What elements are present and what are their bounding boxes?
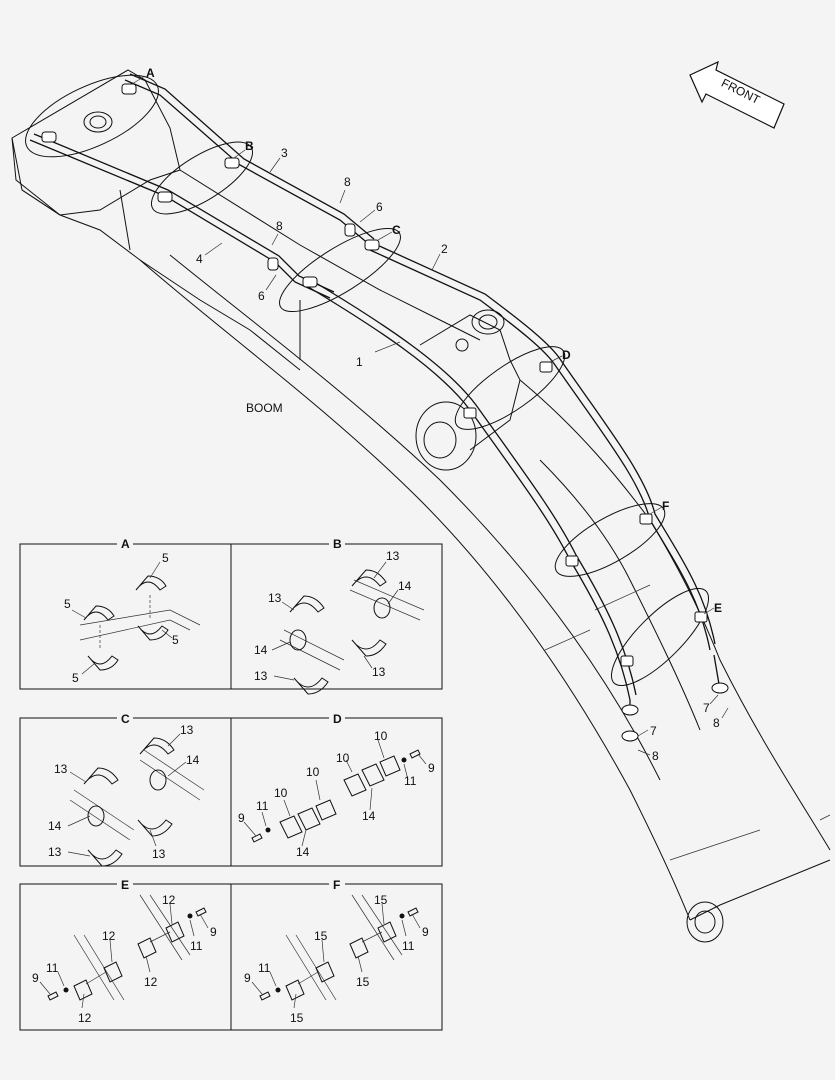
- detail-d-label-4: 11: [404, 774, 417, 788]
- detail-d-label-3: 9: [428, 761, 435, 775]
- callout-8b: 8: [276, 219, 283, 233]
- detail-e-title: E: [121, 878, 129, 892]
- detail-e-label-3: 11: [190, 939, 203, 953]
- detail-c-title: C: [121, 712, 130, 726]
- detail-b-label-4: 14: [254, 643, 268, 657]
- detail-f-label-8: 15: [290, 1011, 304, 1025]
- detail-panels: A B C D E F 5 5 5 5: [19, 536, 443, 1031]
- boom-label: BOOM: [246, 401, 283, 415]
- detail-e-drawing: 12 9 11 12 11 9 12 12: [32, 893, 217, 1025]
- callout-7b: 7: [650, 724, 657, 738]
- detail-b-title: B: [333, 537, 342, 551]
- detail-b-label-5: 13: [372, 665, 386, 679]
- detail-f-label-5: 11: [258, 961, 271, 975]
- callout-a: A: [146, 66, 155, 80]
- detail-b-label-6: 13: [254, 669, 268, 683]
- detail-a-label-3: 5: [172, 633, 179, 647]
- callout-3: 3: [281, 146, 288, 160]
- detail-d-label-7: 14: [362, 809, 376, 823]
- detail-d-label-9: 11: [256, 799, 269, 813]
- callout-1: 1: [356, 355, 363, 369]
- detail-e-label-8: 12: [78, 1011, 92, 1025]
- detail-f-label-7: 15: [356, 975, 370, 989]
- callout-e: E: [714, 601, 722, 615]
- detail-f-label-2: 9: [422, 925, 429, 939]
- detail-d-title: D: [333, 712, 342, 726]
- detail-c-drawing: 13 13 14 14 13 13: [48, 723, 205, 867]
- detail-e-label-7: 12: [144, 975, 158, 989]
- detail-e-label-2: 9: [210, 925, 217, 939]
- detail-c-label-2: 13: [54, 762, 68, 776]
- detail-d-label-10: 14: [296, 845, 310, 859]
- callout-2: 2: [441, 242, 448, 256]
- detail-d-label-5: 10: [306, 765, 320, 779]
- detail-e-label-6: 9: [32, 971, 39, 985]
- detail-f-label-4: 15: [314, 929, 328, 943]
- callout-8d: 8: [652, 749, 659, 763]
- callout-8c: 8: [713, 716, 720, 730]
- detail-d-drawing: 10 10 9 11 10 10 14 9 11 14: [238, 729, 435, 859]
- detail-b-label-1: 13: [386, 549, 400, 563]
- ellipse-c: [279, 227, 401, 313]
- front-arrow-icon: FRONT: [689, 60, 785, 129]
- detail-a-label-1: 5: [162, 551, 169, 565]
- callout-6a: 6: [376, 200, 383, 214]
- detail-c-label-1: 13: [180, 723, 194, 737]
- detail-d-label-6: 10: [274, 786, 288, 800]
- detail-b-label-3: 13: [268, 591, 282, 605]
- detail-a-title: A: [121, 537, 130, 551]
- detail-d-label-2: 10: [374, 729, 388, 743]
- detail-d-label-1: 10: [336, 751, 350, 765]
- detail-c-label-5: 13: [152, 847, 166, 861]
- callout-c: C: [392, 223, 401, 237]
- detail-c-label-6: 13: [48, 845, 62, 859]
- ellipse-f: [554, 503, 666, 577]
- detail-f-title: F: [333, 878, 340, 892]
- detail-a-label-4: 5: [72, 671, 79, 685]
- detail-b-drawing: 13 14 13 14 13 13: [254, 549, 425, 695]
- main-callouts: A B C D F E 1 2 3 4 6 6 8 8 7 8 7 8: [131, 66, 729, 763]
- detail-d-label-8: 9: [238, 811, 245, 825]
- callout-b: B: [245, 139, 254, 153]
- detail-b-label-2: 14: [398, 579, 412, 593]
- ellipse-b: [150, 141, 254, 215]
- callout-8a: 8: [344, 175, 351, 189]
- callout-6b: 6: [258, 289, 265, 303]
- callout-d: D: [562, 348, 571, 362]
- detail-a-label-2: 5: [64, 597, 71, 611]
- detail-e-label-5: 11: [46, 961, 59, 975]
- ellipse-a: [25, 74, 159, 158]
- callout-f: F: [662, 499, 669, 513]
- clamp-marks: [41, 83, 729, 742]
- detail-f-label-3: 11: [402, 939, 415, 953]
- callout-7a: 7: [703, 701, 710, 715]
- detail-c-label-3: 14: [186, 753, 200, 767]
- detail-e-label-4: 12: [102, 929, 116, 943]
- ellipse-e: [610, 587, 710, 687]
- detail-e-label-1: 12: [162, 893, 176, 907]
- detail-f-label-1: 15: [374, 893, 388, 907]
- ellipse-d: [454, 346, 566, 430]
- detail-a-drawing: 5 5 5 5: [64, 551, 201, 685]
- detail-f-drawing: 15 9 11 15 11 9 15 15: [244, 893, 429, 1025]
- callout-4: 4: [196, 252, 203, 266]
- detail-c-label-4: 14: [48, 819, 62, 833]
- detail-f-label-6: 9: [244, 971, 251, 985]
- highlight-ellipses: [25, 74, 710, 687]
